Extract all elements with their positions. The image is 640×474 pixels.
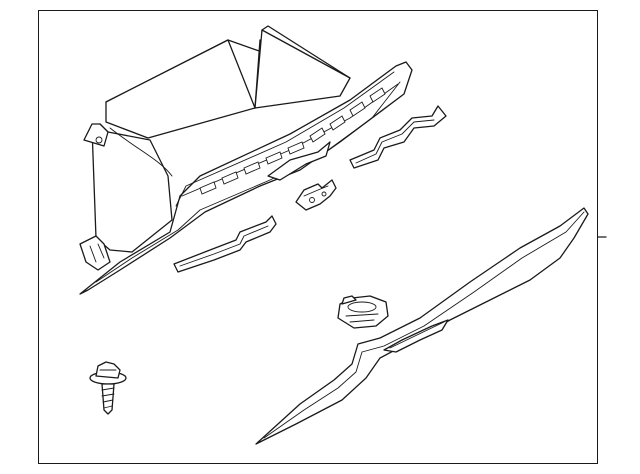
glove-box-bin-side — [254, 29, 351, 109]
trim-panel-inner-edge — [263, 211, 585, 439]
door-trim-panel — [255, 207, 589, 445]
lid-rib-slots — [199, 87, 386, 195]
glove-box-bin-rear-wall — [105, 39, 256, 139]
latch-clip — [295, 179, 337, 211]
lid-inner-rib — [95, 81, 401, 283]
damper-clip-tab — [341, 295, 357, 305]
lower-bracket-body — [173, 215, 277, 273]
retaining-screw — [89, 361, 127, 415]
upper-bracket — [349, 105, 447, 169]
lower-bracket — [173, 215, 277, 273]
bin-front-curve — [109, 127, 173, 177]
latch-clip-body — [295, 179, 337, 211]
glove-box-hinge-ear — [83, 123, 109, 147]
lid-top-edge — [175, 71, 395, 207]
damper-clip — [337, 295, 389, 329]
glove-box-assembly — [79, 25, 413, 295]
trim-panel-body — [255, 207, 589, 445]
glove-box-lower-hinge — [79, 235, 111, 271]
glove-box-lid-frame — [79, 61, 413, 295]
screw-threads — [101, 387, 115, 409]
hinge-pin-hole — [95, 136, 103, 144]
lid-latch-recess — [267, 141, 331, 181]
